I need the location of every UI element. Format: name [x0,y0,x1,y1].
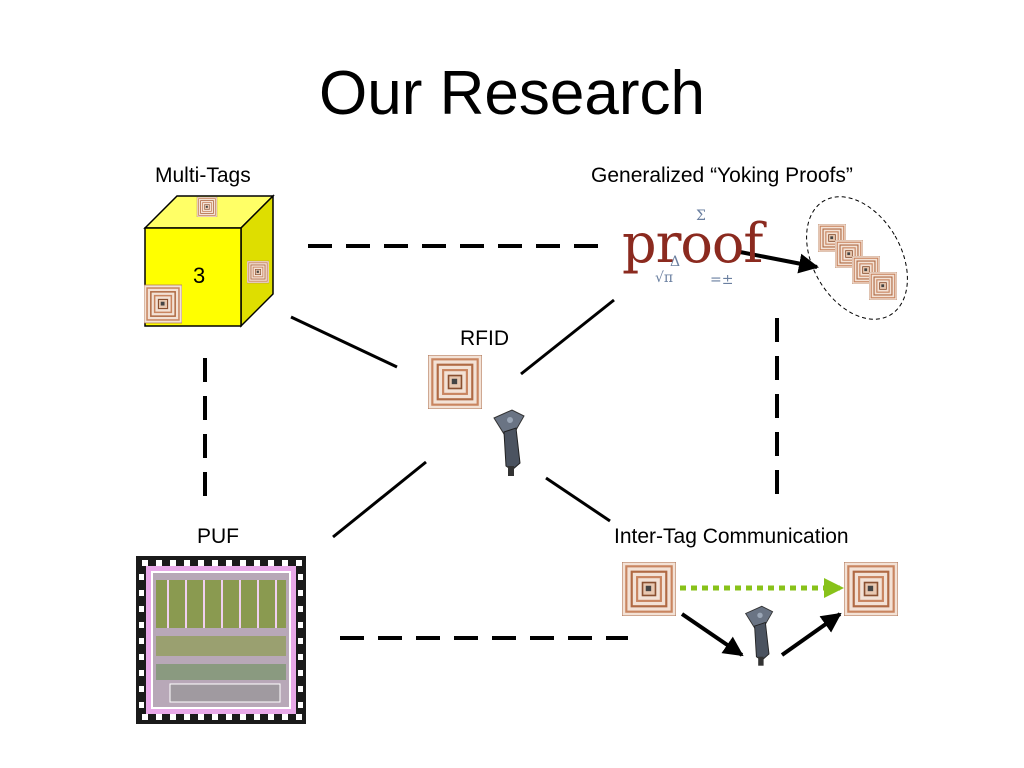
label-inter-tag: Inter-Tag Communication [614,525,849,548]
proof-math-sigma: Σ [696,208,706,224]
solid-link-center-topright [520,298,615,376]
cube-number: 3 [193,263,206,288]
proof-math-sqrt-pi: √π [655,270,674,286]
yoking-group-ellipse [806,196,908,320]
solid-link-center-topleft [290,315,398,369]
barcode-scanner-icon [493,409,525,477]
inter-tag-right-icon [844,562,898,616]
arrow-tag-to-scanner [680,612,744,657]
proof-math-equals: =± [710,272,734,288]
multi-tags-cube-icon [143,194,275,328]
arrow-scanner-to-tag [780,612,842,657]
yoking-tag-4 [869,272,897,300]
solid-link-center-bottomleft [332,460,427,539]
chip-die-icon [136,556,306,724]
slide-title: Our Research [319,59,705,128]
inter-tag-scanner-icon [745,605,774,667]
label-rfid: RFID [460,327,509,350]
label-yoking-proofs: Generalized “Yoking Proofs” [591,164,853,187]
proof-logo-icon: proof [622,212,763,275]
inter-tag-left-icon [622,562,676,616]
label-multi-tags: Multi-Tags [155,164,251,187]
label-puf: PUF [197,525,239,548]
proof-math-delta: Δ [670,254,681,270]
solid-link-center-bottomright [545,476,611,523]
proof-arrow [739,250,819,274]
rfid-tag-icon [428,355,482,409]
